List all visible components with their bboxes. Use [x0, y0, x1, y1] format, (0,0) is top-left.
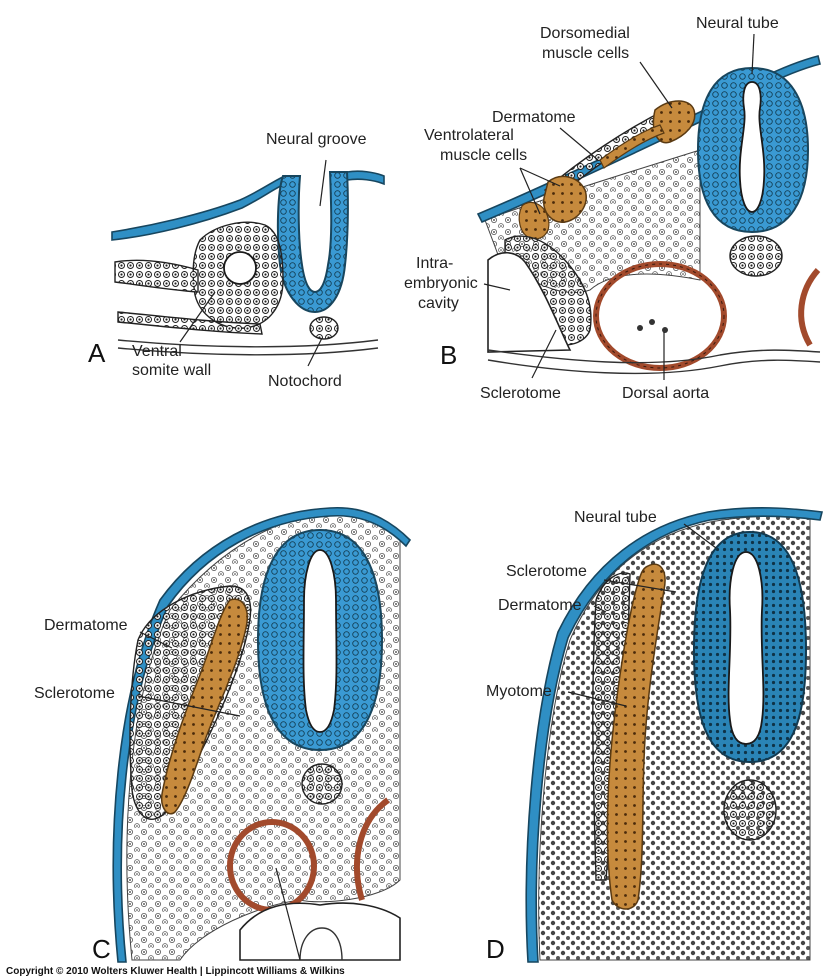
panel-b-label-neural-tube: Neural tube — [696, 15, 779, 32]
panel-d-leader-neural-tube — [683, 523, 717, 549]
panel-a-letter: A — [88, 338, 106, 368]
panel-a: Neural groove Ventral somite wall Notoch… — [88, 131, 385, 390]
panel-c-letter: C — [92, 934, 111, 964]
panel-b-leader-ventrolateral-1 — [519, 167, 541, 215]
panel-b-notochord — [729, 235, 783, 277]
panel-d-myotome — [606, 563, 666, 910]
panel-b-dorsal-aorta — [593, 261, 727, 371]
panel-c-myotome — [160, 598, 248, 815]
panel-a-endoderm-lower — [117, 347, 379, 356]
panel-b-leader-cavity — [483, 283, 511, 291]
panel-a-neural-groove-tissue — [276, 171, 349, 314]
panel-d-notochord — [723, 779, 777, 841]
panel-b-leader-sclerotome — [531, 329, 557, 379]
panel-c-leader-dermatome — [139, 631, 173, 649]
panel-d-neural-tube-lumen — [727, 551, 765, 745]
panel-b-endoderm-lower — [487, 359, 821, 375]
panel-c-label-dermatome: Dermatome — [44, 617, 128, 634]
panel-d-letter: D — [486, 934, 505, 964]
panel-c: Dermatome Sclerotome C — [34, 506, 412, 964]
panel-a-endoderm — [117, 339, 379, 348]
panel-a-leader-neural-groove — [319, 159, 327, 207]
panel-d-leader-myotome — [567, 691, 627, 707]
panel-a-label-notochord: Notochord — [268, 373, 342, 390]
panel-b-ventrolateral-strand — [518, 201, 550, 240]
panel-c-notochord — [301, 763, 343, 805]
panel-b: Neural tube Dorsomedial muscle cells Der… — [404, 15, 821, 402]
panel-c-gut — [239, 902, 401, 961]
panel-b-dorsomedial-strand — [599, 124, 665, 169]
panel-b-dorsomedial-muscle — [652, 100, 696, 144]
panel-b-label-dermatome: Dermatome — [492, 109, 576, 126]
panel-b-label-intra-1: Intra- — [416, 255, 453, 272]
panel-a-lateral-mesoderm-lower — [117, 311, 263, 335]
panel-c-gut-fold — [299, 927, 343, 961]
panel-d-label-dermatome: Dermatome — [498, 597, 582, 614]
panel-b-label-dorsomedial-1: Dorsomedial — [540, 25, 630, 42]
panel-a-notochord — [309, 316, 339, 340]
panel-b-label-ventrolateral-2: muscle cells — [440, 147, 527, 164]
panel-a-lateral-mesoderm — [114, 259, 199, 293]
panel-b-letter: B — [440, 340, 457, 370]
panel-d-ectoderm — [525, 507, 823, 963]
panel-b-endoderm — [487, 349, 821, 364]
panel-a-leader-ventral-somite — [179, 291, 216, 343]
panel-b-blood-cell — [662, 327, 668, 333]
panel-b-dorsal-aorta-cells — [595, 263, 725, 369]
panel-c-right-aorta — [354, 797, 390, 901]
panel-b-leader-ventrolateral-2 — [519, 167, 561, 187]
panel-a-leader-notochord — [307, 337, 323, 367]
panel-c-leader-aorta — [275, 867, 301, 961]
panel-b-label-dorsal-aorta: Dorsal aorta — [622, 385, 709, 402]
panel-d: Neural tube Sclerotome Dermatome Myotome… — [486, 507, 823, 964]
panel-b-label-intra-3: cavity — [418, 295, 459, 312]
panel-b-right-aorta — [798, 267, 821, 347]
panel-b-blood-cell — [649, 319, 655, 325]
panel-a-label-ventral-2: somite wall — [132, 362, 211, 379]
panel-d-leader-dermatome — [593, 605, 607, 613]
panel-b-cavity-wall — [487, 251, 572, 353]
panel-a-somite-cavity — [223, 251, 257, 285]
panel-c-neural-tube-lumen — [302, 549, 338, 733]
panel-c-leader-sclerotome — [137, 695, 241, 717]
panel-b-leader-neural-tube — [751, 33, 755, 75]
panel-b-label-dorsomedial-2: muscle cells — [542, 45, 629, 62]
panel-b-label-ventrolateral-1: Ventrolateral — [424, 127, 514, 144]
panel-b-label-intra-2: embryonic — [404, 275, 478, 292]
panel-a-ectoderm-right — [346, 170, 385, 186]
panel-d-leader-sclerotome — [603, 579, 677, 593]
panel-d-label-sclerotome: Sclerotome — [506, 563, 587, 580]
panel-a-label-ventral-1: Ventral — [132, 343, 182, 360]
panel-b-leader-dermatome — [559, 127, 599, 161]
copyright-notice: Copyright © 2010 Wolters Kluwer Health |… — [6, 966, 345, 977]
panel-a-label-neural-groove: Neural groove — [266, 131, 367, 148]
panel-b-label-sclerotome: Sclerotome — [480, 385, 561, 402]
panel-d-label-neural-tube: Neural tube — [574, 509, 657, 526]
panel-b-blood-cell — [637, 325, 643, 331]
panel-b-neural-tube-lumen — [738, 81, 766, 213]
panel-b-leader-dorsomedial — [639, 61, 673, 109]
panel-c-label-sclerotome: Sclerotome — [34, 685, 115, 702]
panel-d-label-myotome: Myotome — [486, 683, 552, 700]
